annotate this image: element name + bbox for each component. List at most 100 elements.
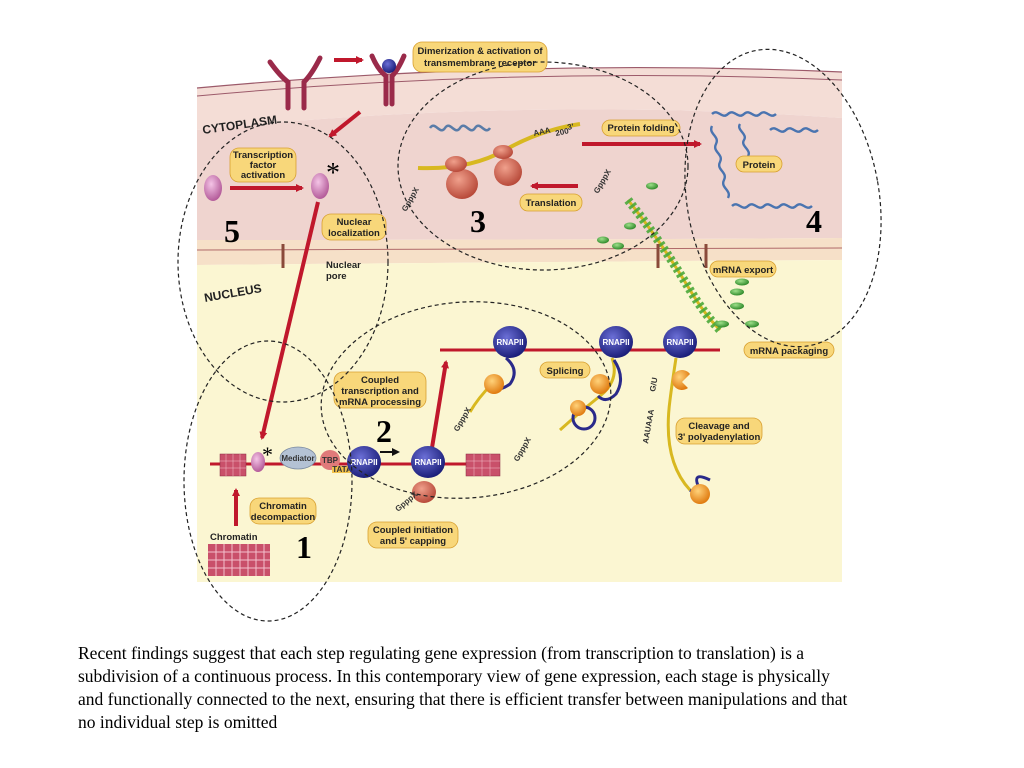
- svg-text:Dimerization & activation of: Dimerization & activation of: [417, 46, 543, 57]
- label-coupled-transcription: Coupled transcription and mRNA processin…: [333, 371, 427, 409]
- receptor-monomers: [267, 55, 323, 111]
- svg-text:activation: activation: [241, 170, 286, 181]
- svg-text:mRNA packaging: mRNA packaging: [750, 346, 828, 357]
- ellipse-step-4: [684, 48, 882, 348]
- svg-text:Protein: Protein: [743, 160, 776, 171]
- label-nuclear-pore: Nuclear pore: [326, 260, 361, 282]
- svg-text:localization: localization: [328, 228, 380, 239]
- svg-text:Chromatin: Chromatin: [259, 501, 307, 512]
- caption-line-4: no individual step is omitted: [78, 712, 278, 732]
- svg-text:RNAPII: RNAPII: [666, 338, 693, 347]
- svg-text:pore: pore: [326, 271, 347, 282]
- splice-factor-1: [484, 374, 504, 394]
- svg-text:Protein folding: Protein folding: [607, 123, 674, 134]
- ellipse-step-1: [183, 340, 353, 622]
- nucleosome-left: [219, 453, 247, 477]
- arrow-up-transcription: [428, 360, 449, 461]
- polya-3prime: 3': [567, 122, 575, 132]
- helix-nascent: [428, 124, 492, 132]
- mediator-complex: Mediator: [279, 446, 317, 470]
- label-cleavage: Cleavage and 3' polyadenylation: [675, 417, 763, 445]
- gu-label: G/U: [648, 377, 659, 393]
- label-protein: Protein: [735, 155, 783, 173]
- rnap-upper-1: RNAPII: [493, 326, 527, 358]
- chromatin-block: [208, 544, 270, 576]
- label-translation: Translation: [519, 193, 583, 212]
- caption-line-3: and functionally connected to the next, …: [78, 689, 848, 709]
- caption: Recent findings suggest that each step r…: [78, 642, 968, 734]
- label-protein-folding: Protein folding: [601, 119, 681, 137]
- rnap-elongating: RNAPII: [411, 446, 445, 478]
- tf-inactive: [204, 175, 222, 201]
- step-ellipses: [177, 48, 882, 622]
- caption-line-2: subdivision of a continuous process. In …: [78, 666, 830, 686]
- step-number-5: 5: [224, 213, 240, 249]
- splice-factor-2: [590, 374, 610, 394]
- step-number-3: 3: [470, 203, 486, 239]
- step-number-2: 2: [376, 413, 392, 449]
- svg-text:mRNA export: mRNA export: [713, 265, 774, 276]
- svg-text:Transcription: Transcription: [233, 150, 293, 161]
- ribosome-right-small: [493, 145, 513, 159]
- tf-bound-asterisk: *: [262, 442, 273, 467]
- svg-text:TATA: TATA: [332, 465, 352, 474]
- label-splicing: Splicing: [539, 361, 591, 379]
- nuclear-envelope-band: [197, 238, 842, 265]
- svg-text:mRNA processing: mRNA processing: [339, 397, 421, 408]
- chromatin-label: Chromatin: [210, 532, 258, 543]
- polya-sub: 200: [555, 126, 570, 138]
- polya-label: AAA: [533, 126, 552, 138]
- receptor-dimer: [369, 53, 407, 107]
- ellipse-step-5: [177, 121, 389, 403]
- svg-text:and 5' capping: and 5' capping: [380, 536, 446, 547]
- ellipse-step-3: [397, 61, 689, 271]
- svg-text:Translation: Translation: [526, 198, 577, 209]
- svg-text:3' polyadenylation: 3' polyadenylation: [678, 432, 761, 443]
- svg-text:Nuclear: Nuclear: [326, 260, 361, 271]
- ribosome-left-large: [446, 169, 478, 199]
- label-tf-activation: Transcription factor activation: [229, 147, 297, 183]
- svg-text:factor: factor: [250, 160, 277, 171]
- polyadenylated-loop: [689, 475, 711, 504]
- label-chromatin-decompaction: Chromatin decompaction: [249, 497, 317, 525]
- ellipse-step-2: [320, 301, 612, 499]
- tf-bound: [251, 452, 265, 472]
- step-number-1: 1: [296, 529, 312, 565]
- svg-text:Cleavage and: Cleavage and: [688, 421, 749, 432]
- svg-text:TBP: TBP: [322, 456, 339, 465]
- label-dimerization: Dimerization & activation of transmembra…: [412, 41, 548, 73]
- ribosome-left-small: [445, 156, 467, 172]
- tf-asterisk: *: [326, 158, 340, 189]
- capping-enzyme: [412, 481, 436, 503]
- rnap-upper-3: RNAPII: [663, 326, 697, 358]
- svg-text:RNAPII: RNAPII: [496, 338, 523, 347]
- rnap-upper-2: RNAPII: [599, 326, 633, 358]
- mrnp-export: [597, 182, 759, 334]
- svg-text:RNAPII: RNAPII: [350, 458, 377, 467]
- svg-text:transmembrane receptor: transmembrane receptor: [424, 58, 536, 69]
- arrow-receptor-to-tf: [328, 110, 362, 138]
- svg-text:decompaction: decompaction: [251, 512, 316, 523]
- svg-text:Nuclear: Nuclear: [337, 217, 372, 228]
- caption-line-1: Recent findings suggest that each step r…: [78, 643, 805, 663]
- tf-active: [311, 173, 329, 199]
- svg-text:Coupled: Coupled: [361, 375, 399, 386]
- rnap-initiation: RNAPII: [347, 446, 381, 478]
- label-nuclear-localization: Nuclear localization: [321, 213, 387, 241]
- svg-text:RNAPII: RNAPII: [602, 338, 629, 347]
- protein-structure: [709, 111, 819, 209]
- label-mrna-packaging: mRNA packaging: [743, 341, 835, 359]
- cleavage-factor: [671, 370, 690, 390]
- tbp-tata: TBP TATA: [320, 450, 352, 474]
- nucleosome-right: [465, 453, 501, 477]
- label-coupled-initiation: Coupled initiation and 5' capping: [367, 521, 459, 549]
- svg-text:Mediator: Mediator: [281, 454, 314, 463]
- svg-text:transcription and: transcription and: [341, 386, 419, 397]
- svg-text:Splicing: Splicing: [547, 366, 584, 377]
- step-number-4: 4: [806, 203, 822, 239]
- ribosome-right-large: [494, 158, 522, 186]
- ligand: [382, 59, 396, 73]
- splice-factor-3: [570, 400, 586, 416]
- svg-text:RNAPII: RNAPII: [414, 458, 441, 467]
